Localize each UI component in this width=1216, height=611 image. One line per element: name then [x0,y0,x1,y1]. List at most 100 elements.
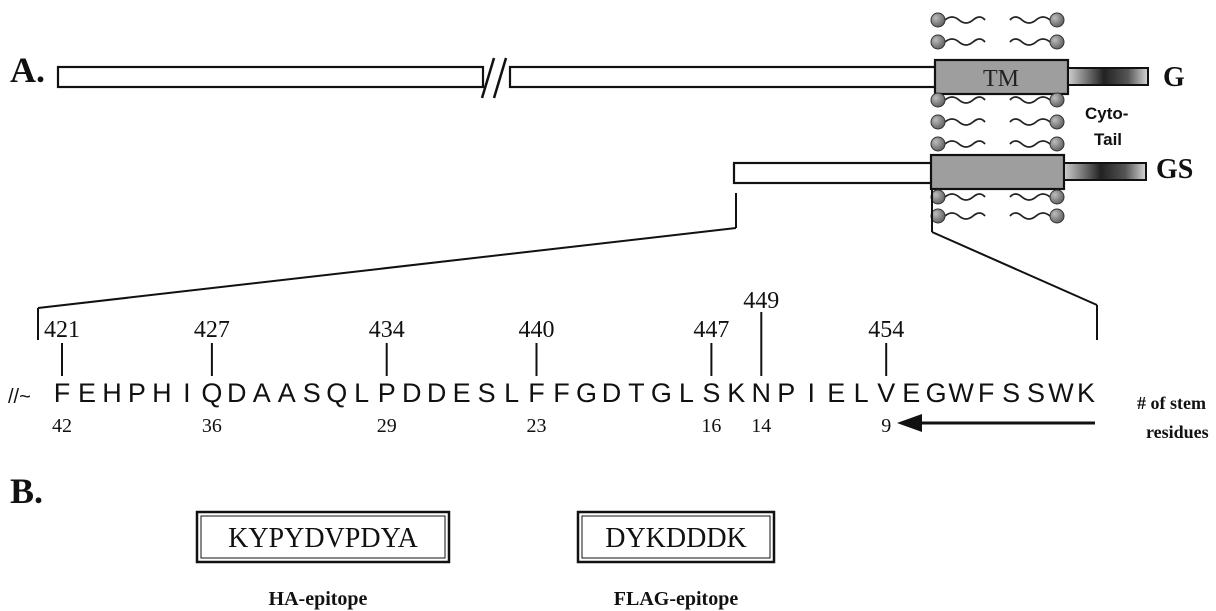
lipid-tail [945,213,985,219]
sequence-residue: E [827,378,845,408]
lipid-head [931,137,945,151]
lipid-bilayer [931,13,1064,223]
sequence-residue: P [128,378,146,408]
cyto-tail-label-line1: Cyto- [1085,104,1128,123]
lipid-tail [1010,119,1050,125]
lipid-head [931,209,945,223]
lipid-head [931,115,945,129]
gs-cyto-tail [1064,163,1146,180]
lipid-head [931,190,945,204]
sequence-residue: L [504,378,519,408]
sequence-residue: I [808,378,816,408]
sequence-residue: H [152,378,172,408]
flag-epitope-box: DYKDDDK FLAG-epitope [578,512,774,610]
lipid-tail [1010,213,1050,219]
stem-residue-count: 23 [527,415,547,437]
lipid-tail [1010,97,1050,103]
ha-epitope-sequence: KYPYDVPDYA [228,523,419,554]
sequence-residue: G [926,378,947,408]
g-label: G [1163,62,1185,93]
sequence-residue: A [253,378,271,408]
gs-construct: GS [734,154,1193,189]
sequence-residue: F [553,378,570,408]
lipid-tail [1010,17,1050,23]
sequence-residue: S [1002,378,1020,408]
sequence-residue: D [402,378,422,408]
lipid-head [1050,35,1064,49]
g-ectodomain-segment-1 [58,67,483,87]
lipid-head [1050,13,1064,27]
sequence-residue: T [628,378,645,408]
sequence-residue: Q [326,378,347,408]
sequence-residue: L [679,378,694,408]
sequence-residue: Q [201,378,222,408]
sequence-residue: F [528,378,545,408]
lipid-head [931,35,945,49]
tm-label: TM [983,66,1019,92]
position-number: 447 [693,317,729,343]
lipid-tail [945,194,985,200]
position-number: 449 [743,288,779,314]
stem-residue-count: 9 [881,415,891,437]
sequence-residue: E [902,378,920,408]
lipid-tail [945,39,985,45]
stem-residue-count: 29 [377,415,397,437]
sequence-residue: N [752,378,772,408]
lipid-head [1050,93,1064,107]
sequence-residue: D [227,378,247,408]
zoom-line-right-diagonal [932,232,1097,305]
lipid-tail [1010,194,1050,200]
g-construct: TM G Cyto- Tail [58,58,1185,149]
panel-a-label: A. [10,50,45,90]
sequence-residue: K [727,378,745,408]
g-cyto-tail [1068,68,1148,85]
sequence-residue: E [78,378,96,408]
sequence-residue: V [877,378,895,408]
sequence-residue: P [378,378,396,408]
lipid-tail [945,119,985,125]
sequence-residue: W [948,378,974,408]
stem-residue-count: 36 [202,415,222,437]
sequence-residue: D [602,378,622,408]
lipid-head [931,13,945,27]
sequence-residue: F [978,378,995,408]
lipid-head [1050,209,1064,223]
position-number: 427 [194,317,230,343]
sequence-residue: A [278,378,296,408]
sequence-residue: H [102,378,122,408]
sequence-residue: S [478,378,496,408]
sequence-residue: D [427,378,447,408]
stem-residue-count: 42 [52,415,72,437]
lipid-tail [945,97,985,103]
sequence-residue: E [453,378,471,408]
cyto-tail-label-line2: Tail [1094,130,1122,149]
sequence-residue: L [354,378,369,408]
stem-note-line2: residues [1146,422,1209,442]
stem-note-line1: # of stem [1137,393,1206,413]
g-ectodomain-segment-2 [510,67,938,87]
sequence-residue: S [702,378,720,408]
position-number: 440 [519,317,555,343]
position-number: 434 [369,317,405,343]
sequence-residue: G [576,378,597,408]
sequence-residue: F [54,378,71,408]
position-number: 421 [44,317,80,343]
sequence-residue: S [1027,378,1045,408]
lipid-tail [945,141,985,147]
sequence-residue: P [777,378,795,408]
sequence-leading-break: //~ [8,386,31,408]
zoom-line-left-diagonal [38,228,736,308]
sequence-residue: I [183,378,191,408]
break-mark-2 [494,58,506,98]
ha-epitope-name: HA-epitope [269,588,368,610]
sequence-residue: K [1077,378,1095,408]
lipid-tail [1010,141,1050,147]
position-number: 454 [868,317,904,343]
gs-stem-segment [734,163,934,183]
lipid-tail [1010,39,1050,45]
lipid-tail [945,17,985,23]
gs-tm-domain [931,155,1064,189]
